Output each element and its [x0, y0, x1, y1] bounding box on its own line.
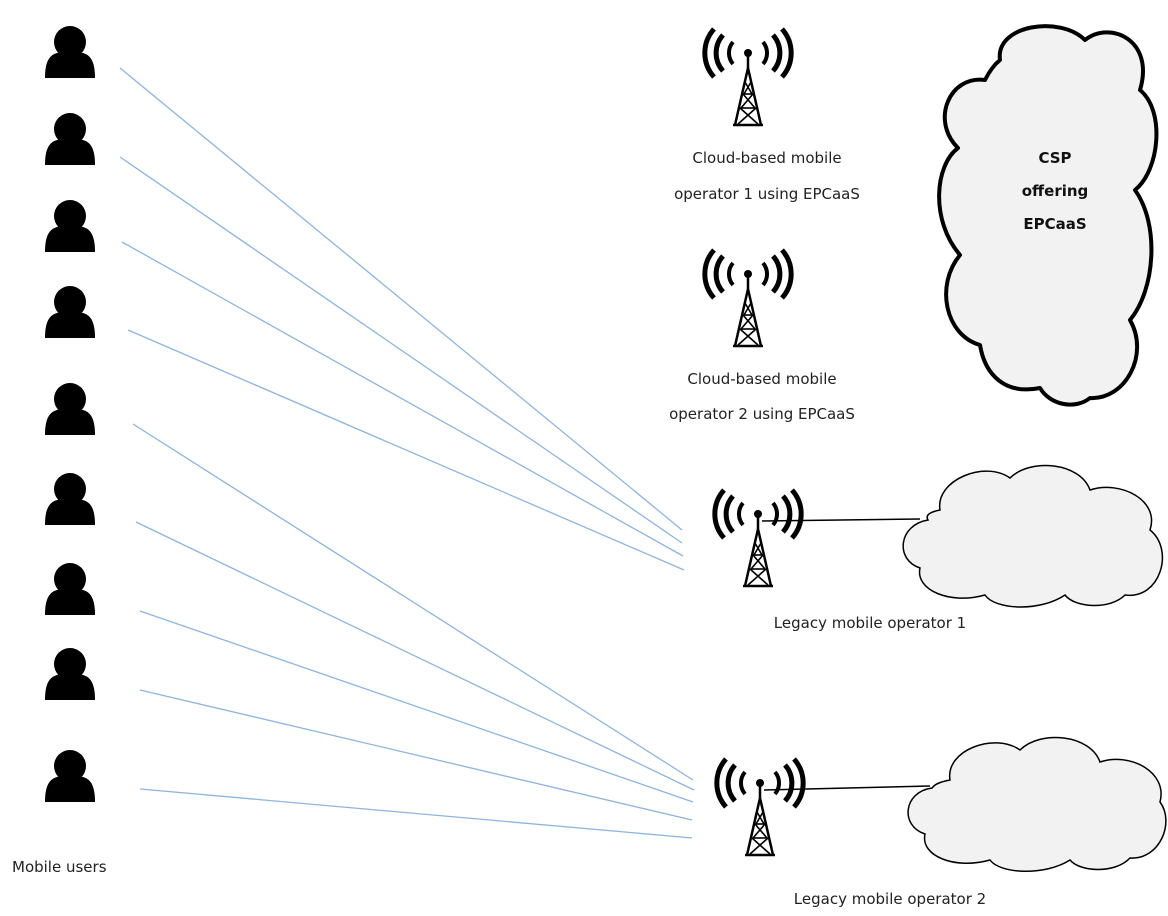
user-icon	[45, 750, 95, 802]
user-link-line	[139, 689, 693, 821]
cell-tower-icon	[717, 759, 803, 855]
mobile-users	[45, 26, 95, 802]
legacy-operator-1-label: Legacy mobile operator 1	[774, 614, 966, 632]
user-icon	[45, 113, 95, 165]
backhaul-link	[761, 518, 921, 522]
legacy-operator-2-label: Legacy mobile operator 2	[794, 890, 986, 908]
cloud-operator-2-label-line-1: Cloud-based mobile	[687, 370, 836, 388]
user-link-line	[139, 610, 694, 803]
cell-tower-icon	[715, 490, 801, 586]
mobile-users-label: Mobile users	[12, 858, 107, 876]
cloud-icon	[907, 736, 1167, 872]
user-link-line	[119, 67, 683, 531]
user-link-line	[139, 788, 693, 839]
cloud-icon	[902, 464, 1164, 608]
user-icon	[45, 473, 95, 525]
legacy-operator-2: Legacy mobile operator 2	[717, 736, 1167, 908]
cloud-operator-2: Cloud-based mobile operator 2 using EPCa…	[669, 250, 855, 423]
user-icon	[45, 200, 95, 252]
user-link-line	[132, 423, 694, 781]
cloud-icon	[937, 24, 1159, 407]
csp-label-line-1: CSP	[1038, 149, 1071, 167]
cell-tower-icon	[705, 29, 791, 125]
user-icon	[45, 383, 95, 435]
user-link-line	[119, 156, 683, 544]
user-icon	[45, 26, 95, 78]
user-link-line	[135, 521, 695, 791]
csp-label-line-3: EPCaaS	[1023, 215, 1086, 233]
legacy-operator-1: Legacy mobile operator 1	[715, 464, 1164, 632]
cloud-operator-2-label-line-2: operator 2 using EPCaaS	[669, 405, 855, 423]
cell-tower-icon	[705, 250, 791, 346]
user-link-line	[127, 329, 685, 571]
cloud-operator-1-label-line-2: operator 1 using EPCaaS	[674, 185, 860, 203]
user-icon	[45, 648, 95, 700]
user-link-line	[121, 241, 684, 557]
csp-cloud: CSP offering EPCaaS	[937, 24, 1159, 407]
cloud-operator-1-label-line-1: Cloud-based mobile	[692, 149, 841, 167]
user-icon	[45, 563, 95, 615]
user-links	[119, 67, 695, 839]
user-icon	[45, 286, 95, 338]
csp-label-line-2: offering	[1022, 182, 1089, 200]
cloud-operator-1: Cloud-based mobile operator 1 using EPCa…	[674, 29, 860, 203]
